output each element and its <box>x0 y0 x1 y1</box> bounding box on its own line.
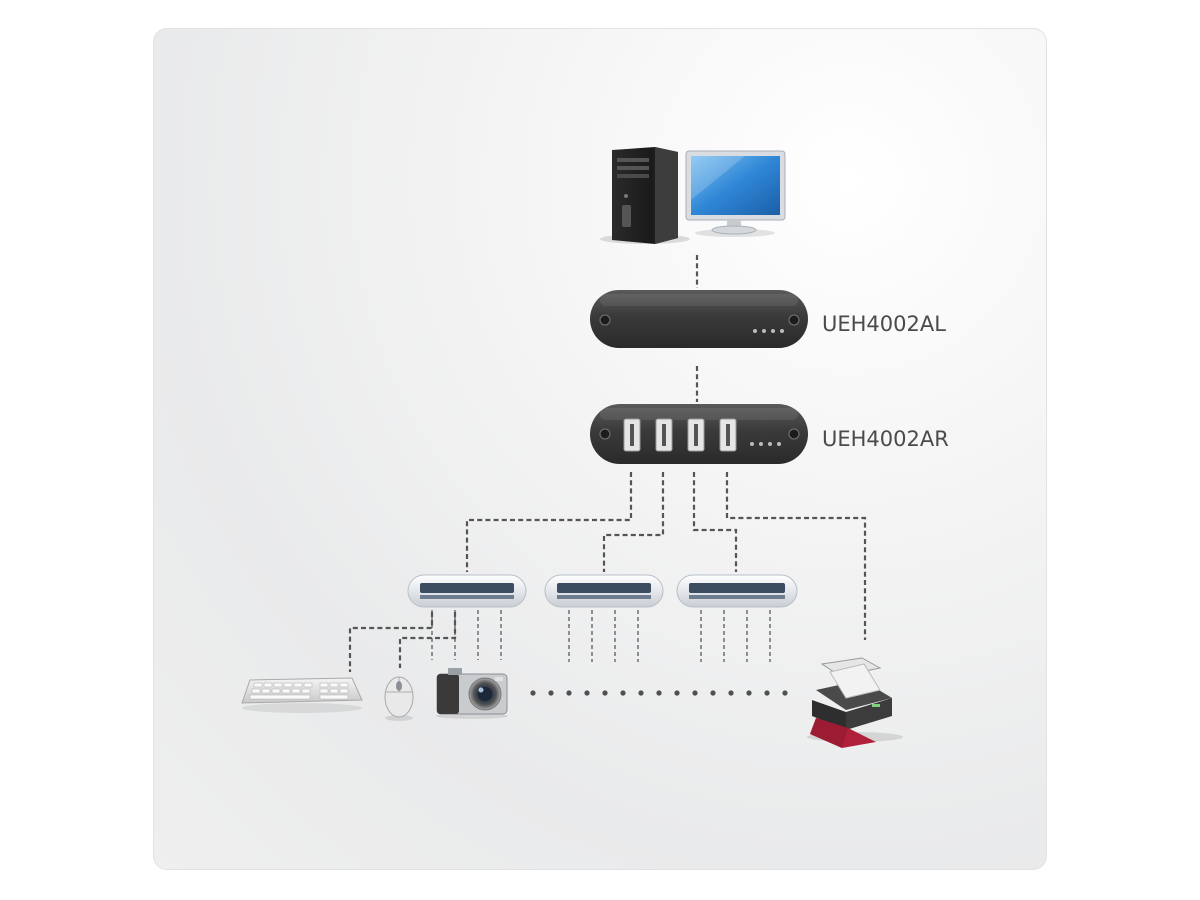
camera-icon <box>436 668 508 719</box>
usb-hub-icon <box>676 574 798 662</box>
pc-tower-icon <box>600 147 690 244</box>
usb-hub-icon <box>407 574 527 660</box>
usb-port-1 <box>623 418 641 452</box>
link-hub1-to-keyboard <box>348 612 434 672</box>
link-hub1-to-mouse <box>398 612 457 668</box>
link-port3-to-hub3 <box>692 472 738 572</box>
remote-unit-label: UEH4002AR <box>822 427 949 451</box>
printer-icon <box>807 657 903 748</box>
more-devices-dots <box>530 690 788 696</box>
monitor-icon <box>685 150 786 237</box>
usb-port-2 <box>655 418 673 452</box>
local-unit-label: UEH4002AL <box>822 312 946 336</box>
usb-hub-icon <box>544 574 664 662</box>
usb-port-4 <box>719 418 737 452</box>
keyboard-icon <box>241 677 363 713</box>
link-port4-to-printer <box>725 472 867 640</box>
local-unit <box>590 290 808 348</box>
mouse-icon <box>384 676 414 721</box>
usb-port-3 <box>687 418 705 452</box>
link-port2-to-hub2 <box>602 472 665 572</box>
remote-unit <box>590 404 808 464</box>
link-port1-to-hub1 <box>465 472 633 572</box>
